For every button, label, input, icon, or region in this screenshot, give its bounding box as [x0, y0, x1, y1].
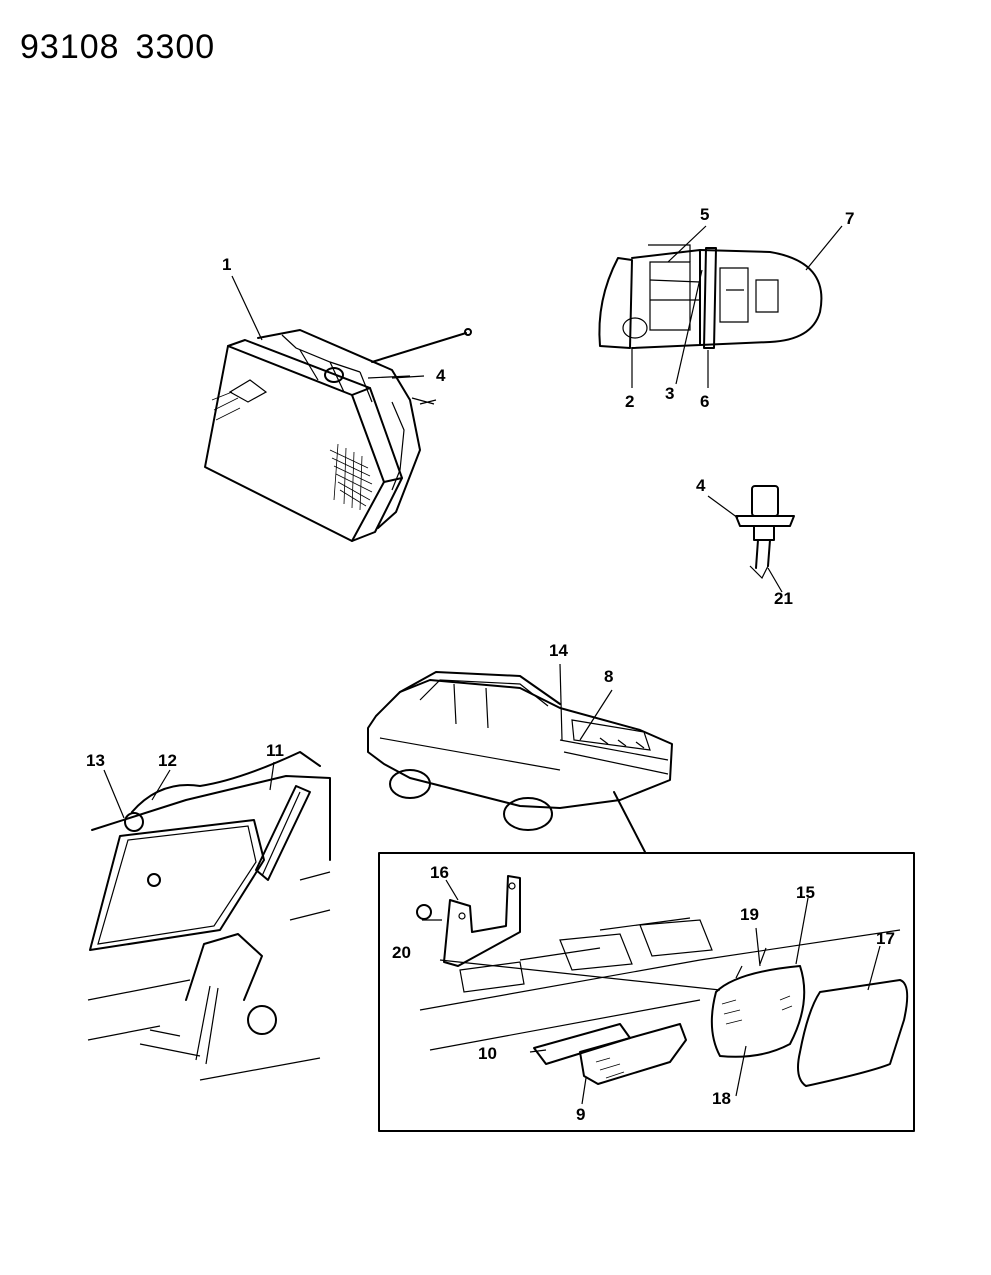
vehicle-overview: [367, 671, 673, 853]
lamp-cross-section: [598, 244, 823, 349]
callout-7: 7: [845, 209, 855, 228]
callout-18: 18: [712, 1089, 731, 1108]
bulb-and-socket: [735, 485, 795, 580]
callout-1: 1: [222, 255, 232, 274]
hood-underside-detail: [87, 751, 331, 1081]
callout-8: 8: [604, 667, 614, 686]
callout-14: 14: [549, 641, 568, 660]
callout-2: 2: [625, 392, 635, 411]
callout-12: 12: [158, 751, 177, 770]
callout-17: 17: [876, 929, 895, 948]
document-number: 93108 3300: [20, 28, 231, 67]
doc-code: 93108: [20, 28, 120, 66]
callout-4-bulb: 4: [696, 476, 706, 495]
page-code: 3300: [135, 28, 216, 66]
callout-13: 13: [86, 751, 105, 770]
callout-20: 20: [392, 943, 411, 962]
callout-19: 19: [740, 905, 759, 924]
callout-6: 6: [700, 392, 710, 411]
callout-5: 5: [700, 205, 710, 224]
callout-15: 15: [796, 883, 815, 902]
callout-3: 3: [665, 384, 675, 403]
callout-16: 16: [430, 863, 449, 882]
park-lamp-inset: [378, 852, 915, 1132]
leader-lines: [103, 225, 881, 1105]
callout-10: 10: [478, 1044, 497, 1063]
callout-11: 11: [266, 741, 284, 760]
callout-9: 9: [576, 1105, 586, 1124]
headlamp-assembly: [204, 328, 472, 542]
callout-4-headlamp: 4: [436, 366, 446, 385]
callout-21: 21: [774, 589, 793, 608]
